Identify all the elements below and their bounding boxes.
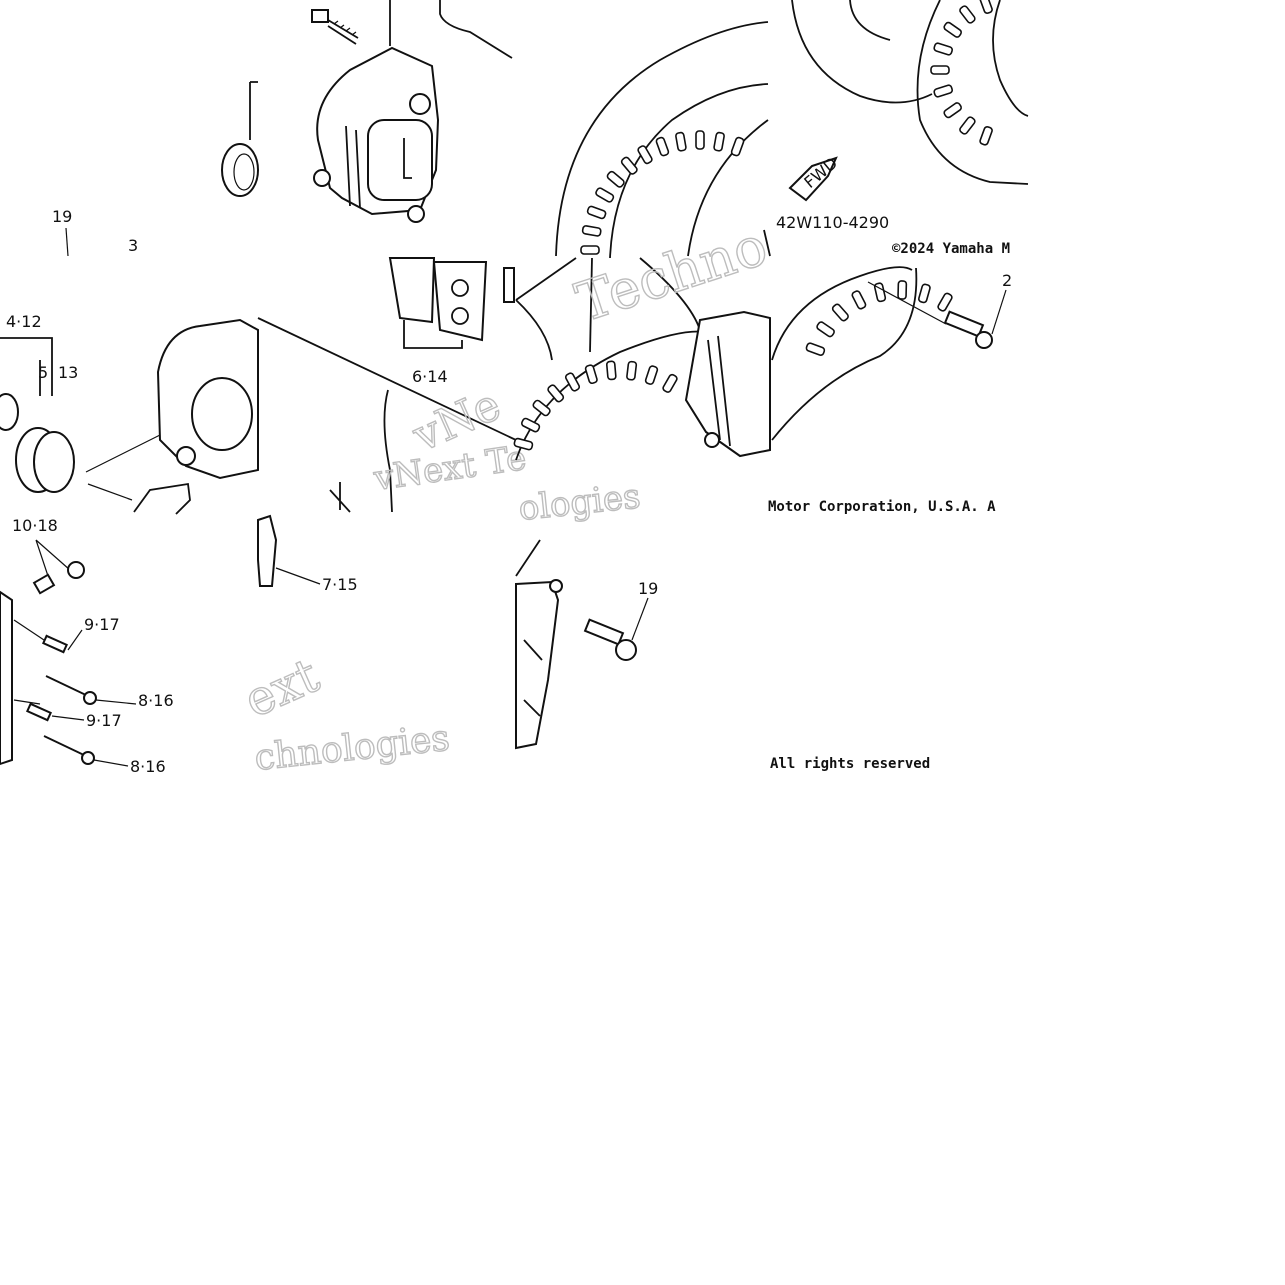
vent-slot <box>816 321 835 338</box>
vent-slot <box>644 365 659 385</box>
vent-slot <box>532 399 551 417</box>
bleeder-cap <box>67 561 85 579</box>
callout-7-15: 7·15 <box>322 575 358 594</box>
caliper-mounted <box>684 310 771 458</box>
callout-8-16-a: 8·16 <box>138 691 174 710</box>
callout-5: 5 <box>38 363 48 382</box>
vent-slot <box>979 126 993 146</box>
vent-slot <box>851 290 867 310</box>
tile-top-caliper <box>311 0 513 223</box>
vent-slot <box>581 225 602 237</box>
disc-vent-slots-right <box>930 0 993 146</box>
vent-slot <box>918 283 931 304</box>
vent-slot <box>897 280 908 300</box>
part-number: 42W110-4290 <box>776 213 889 232</box>
bolt-19 <box>583 618 625 646</box>
vent-slot <box>520 417 541 433</box>
brake-pad-a <box>388 257 436 324</box>
tile-bottom-bracket: 19 <box>515 539 658 750</box>
tile-bottom-spring: 7·15 ext chnologies <box>235 514 452 780</box>
caliper-piston-housing <box>367 119 433 201</box>
copyright-top: ©2024 Yamaha M <box>892 241 1010 257</box>
tile-top-left: 19 3 <box>52 81 259 257</box>
vent-slot <box>605 360 617 381</box>
vent-slot <box>584 364 598 385</box>
callout-19-top: 19 <box>52 207 72 226</box>
vent-slot <box>662 373 678 393</box>
vent-slot <box>606 170 625 188</box>
pad-spring <box>257 514 278 587</box>
vent-slot <box>943 102 962 119</box>
watermark-ext: ext <box>236 647 327 729</box>
callout-19-bottom: 19 <box>638 579 658 598</box>
copyright-mid: Motor Corporation, U.S.A. A <box>768 499 996 515</box>
vent-slot <box>626 360 638 381</box>
callout-9-17-a: 9·17 <box>84 615 120 634</box>
vent-slot <box>933 42 954 56</box>
caliper-bracket <box>515 580 560 750</box>
vent-slot <box>695 130 705 150</box>
tile-middle-left: 4·12 5 13 <box>0 312 259 515</box>
tile-middle-pads: 6·14 vNext Te vNe <box>257 257 529 513</box>
callout-3: 3 <box>128 236 138 255</box>
vent-slot <box>979 0 993 14</box>
callout-4-12: 4·12 <box>6 312 42 331</box>
tile-middle-right: 2 Motor Corporation, U.S.A. A <box>684 266 1012 515</box>
vent-slot <box>713 131 725 152</box>
vent-slot <box>564 372 581 392</box>
vent-slot <box>805 342 826 356</box>
fwd-arrow <box>788 156 838 202</box>
tile-top-disc <box>555 21 771 259</box>
copyright-bottom: All rights reserved <box>770 756 930 772</box>
vent-slot <box>513 437 534 451</box>
callout-9-17-b: 9·17 <box>86 711 122 730</box>
bolt <box>943 310 985 338</box>
callout-6-14: 6·14 <box>412 367 448 386</box>
callout-13: 13 <box>58 363 78 382</box>
tile-top-right-discs: FWD 42W110-4290 ©2024 Yamaha M <box>776 0 1029 257</box>
vent-slot <box>937 292 953 312</box>
vent-slot <box>959 5 976 24</box>
vent-slot <box>675 131 687 152</box>
vent-slot <box>930 65 950 75</box>
callout-2: 2 <box>1002 271 1012 290</box>
pin-b <box>26 702 52 722</box>
watermark-chnologies: chnologies <box>253 718 452 779</box>
vent-slot <box>831 303 849 322</box>
vent-slot <box>637 145 653 165</box>
pin-a <box>42 634 68 654</box>
vent-slot <box>730 136 745 157</box>
vent-slot <box>655 136 670 157</box>
watermark-ologies: ologies <box>517 476 643 529</box>
tile-bottom-left: 10·18 9·17 8·16 9·17 8·16 <box>0 516 174 776</box>
vent-slot <box>586 205 607 220</box>
vent-slot <box>595 187 615 203</box>
brake-pad-b <box>432 261 488 342</box>
piston-ring-b <box>33 431 75 493</box>
vent-slot <box>933 84 954 98</box>
callout-10-18: 10·18 <box>12 516 58 535</box>
vent-slot <box>620 156 638 175</box>
vent-slot <box>959 116 976 135</box>
callout-8-16-b: 8·16 <box>130 757 166 776</box>
tile-bottom-right: All rights reserved <box>770 756 930 772</box>
bolt-head <box>311 9 329 23</box>
vent-slot <box>873 282 887 303</box>
vent-slot <box>580 245 600 255</box>
vent-slot <box>943 21 962 38</box>
disc-vent-slots-mr <box>805 280 953 356</box>
disc-vent-slots-mid <box>513 360 678 451</box>
vent-slot <box>547 384 565 403</box>
disc-vent-slots <box>580 130 745 255</box>
